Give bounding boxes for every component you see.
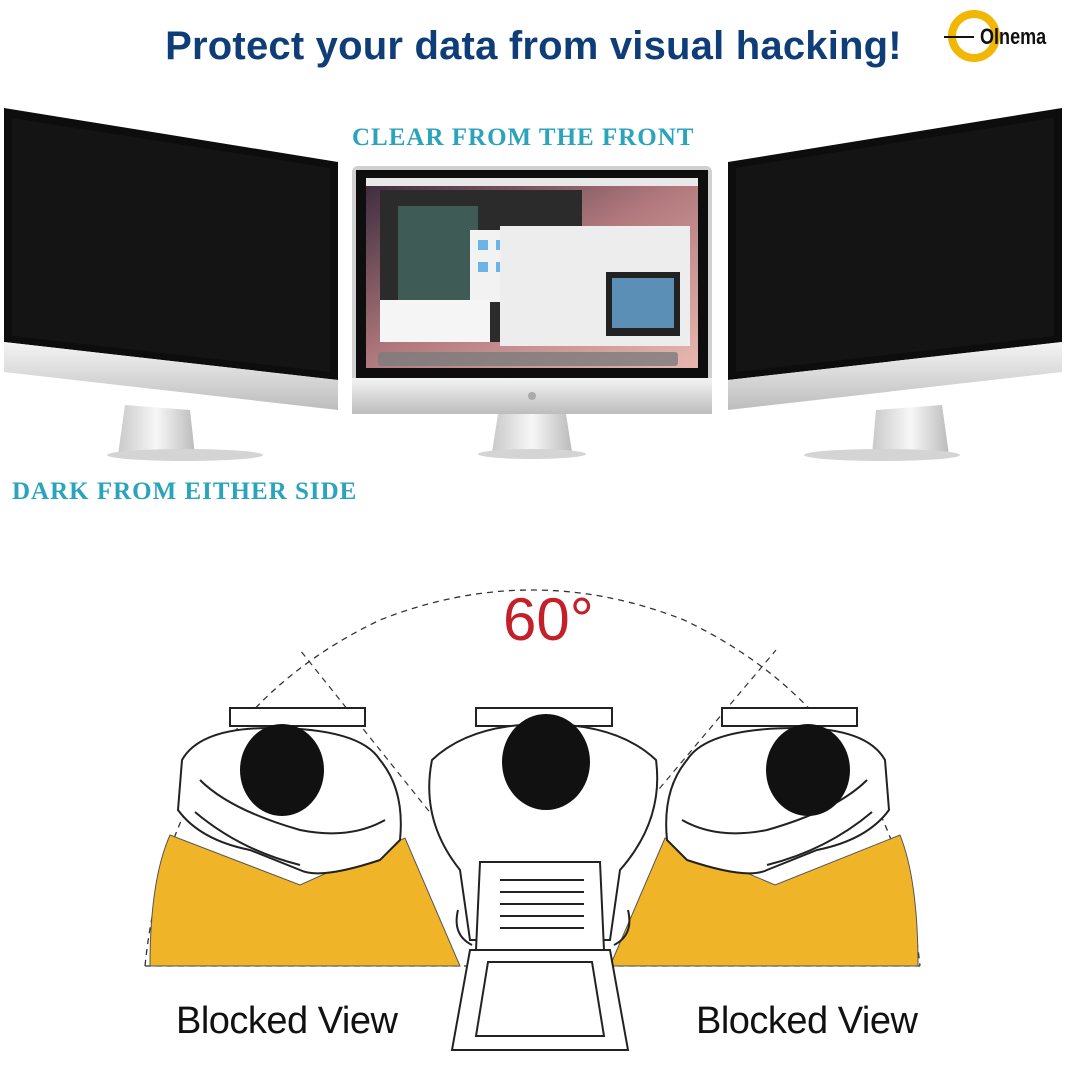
angle-line-left [299,649,533,941]
angle-label: 60° [503,586,594,653]
blocked-region-right [609,834,919,967]
headline: Protect your data from visual hacking! [165,24,902,68]
brand-logo: Olnema [944,6,1064,70]
monitor-center [352,166,712,459]
blocked-view-label-right: Blocked View [696,1000,918,1042]
caption-clear-front: CLEAR FROM THE FRONT [352,124,695,151]
person-right [665,707,891,875]
blocked-region-left [149,834,461,967]
monitor-left [4,108,338,461]
blocked-view-label-left: Blocked View [176,1000,398,1042]
logo-bar [944,36,974,38]
monitor-right [728,108,1062,461]
caption-dark-side: DARK FROM EITHER SIDE [12,478,358,505]
brand-name: Olnema [980,24,1047,49]
person-left [176,707,402,875]
person-center [428,707,659,1051]
